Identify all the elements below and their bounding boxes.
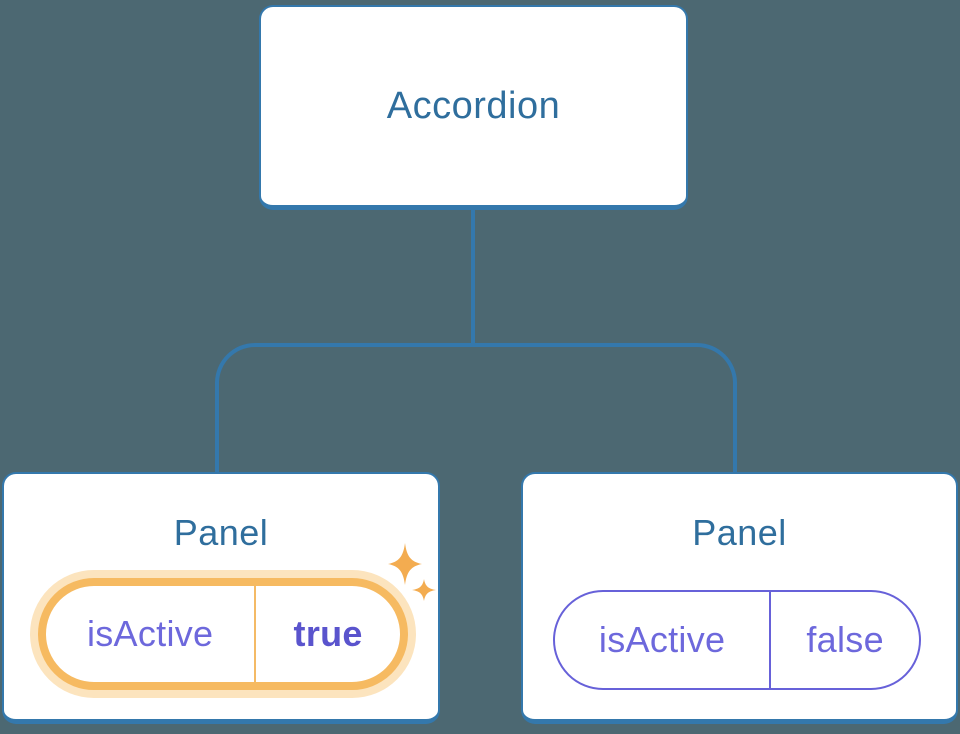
state-prop-value: false	[806, 619, 884, 660]
connector-branch-line	[215, 343, 737, 472]
state-pill-inactive: isActive false	[553, 590, 921, 690]
connector-stem-line	[471, 207, 475, 347]
sparkle-icon	[388, 543, 436, 601]
state-prop-value: true	[293, 613, 363, 654]
accordion-node-label: Accordion	[386, 84, 561, 127]
state-prop-name: isActive	[86, 613, 214, 654]
panel-left-label: Panel	[173, 512, 269, 553]
panel-right-label: Panel	[692, 512, 787, 553]
accordion-node: Accordion	[259, 5, 688, 210]
state-pill-active: isActive true	[38, 578, 408, 690]
pill-divider	[769, 592, 772, 688]
pill-divider	[254, 586, 257, 682]
state-prop-name: isActive	[598, 619, 726, 660]
